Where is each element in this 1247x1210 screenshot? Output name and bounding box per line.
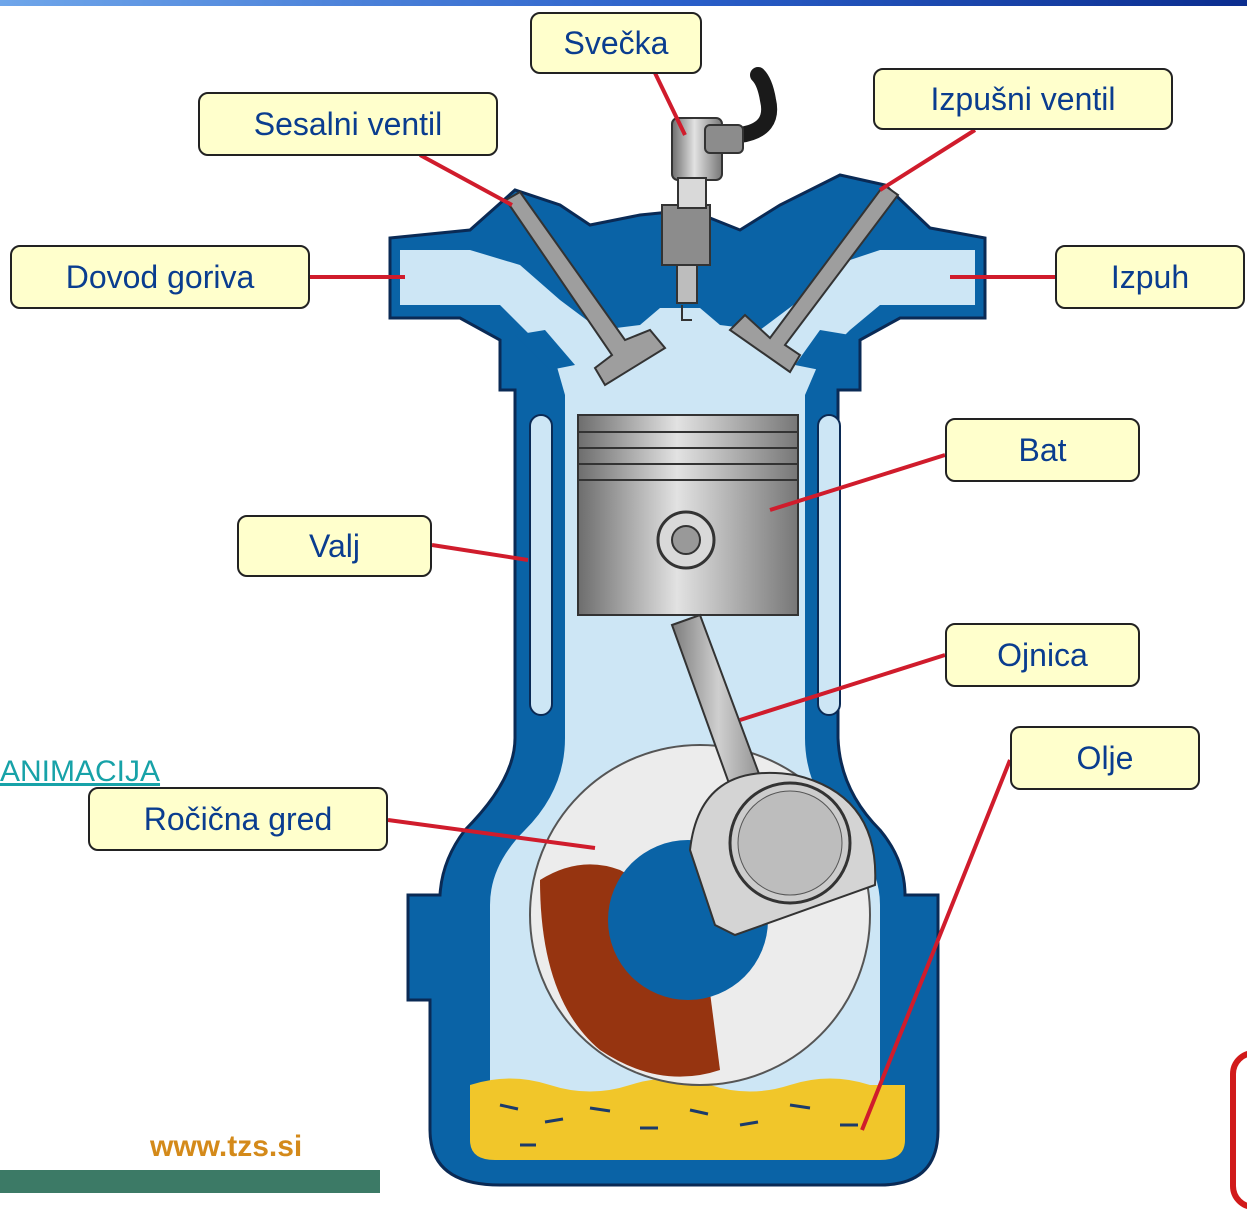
label-svecka: Svečka	[530, 12, 702, 74]
animation-link[interactable]: ANIMACIJA	[0, 755, 160, 789]
leader-svecka	[655, 73, 685, 135]
label-bat: Bat	[945, 418, 1140, 482]
left-cooling-slot	[530, 415, 552, 715]
label-valj: Valj	[237, 515, 432, 577]
piston	[578, 415, 798, 615]
label-sesalni-ventil: Sesalni ventil	[198, 92, 498, 156]
label-dovod-goriva: Dovod goriva	[10, 245, 310, 309]
label-ojnica: Ojnica	[945, 623, 1140, 687]
leader-izpusni-ventil	[880, 130, 975, 190]
label-izpuh: Izpuh	[1055, 245, 1245, 309]
oil-pool	[470, 1079, 905, 1161]
label-olje: Olje	[1010, 726, 1200, 790]
corner-badge	[1230, 1050, 1247, 1210]
right-cooling-slot	[818, 415, 840, 715]
leader-sesalni-ventil	[420, 155, 512, 205]
label-rocicna-gred: Ročična gred	[88, 787, 388, 851]
label-izpusni-ventil: Izpušni ventil	[873, 68, 1173, 130]
site-url: www.tzs.si	[150, 1130, 302, 1164]
footer-bar	[0, 1170, 380, 1193]
